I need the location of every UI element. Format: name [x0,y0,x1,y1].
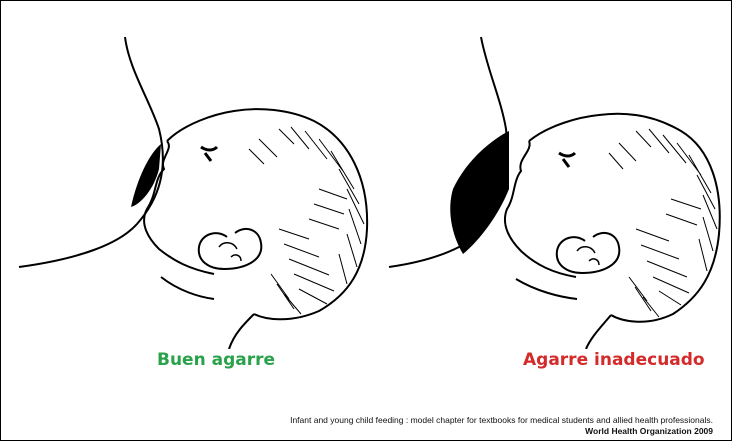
good-latch-illustration [9,29,389,349]
baby-head [167,109,367,319]
baby-ear [557,233,620,273]
areola [131,144,161,207]
baby-ear [199,229,262,269]
baby-eye [559,153,575,167]
baby-head [529,114,720,322]
baby-eye [201,147,217,161]
poor-latch-label: Agarre inadecuado [523,350,705,370]
source-caption: Infant and young child feeding : model c… [290,415,713,437]
breast-outline [19,37,163,267]
good-latch-drawing [9,29,389,349]
hair-hatching [249,127,364,314]
poor-latch-drawing [381,29,726,349]
caption-organization: World Health Organization 2009 [290,426,713,437]
areola [450,131,509,254]
poor-latch-illustration [381,29,726,349]
caption-source: Infant and young child feeding : model c… [290,415,713,426]
good-latch-label: Buen agarre [157,350,275,370]
